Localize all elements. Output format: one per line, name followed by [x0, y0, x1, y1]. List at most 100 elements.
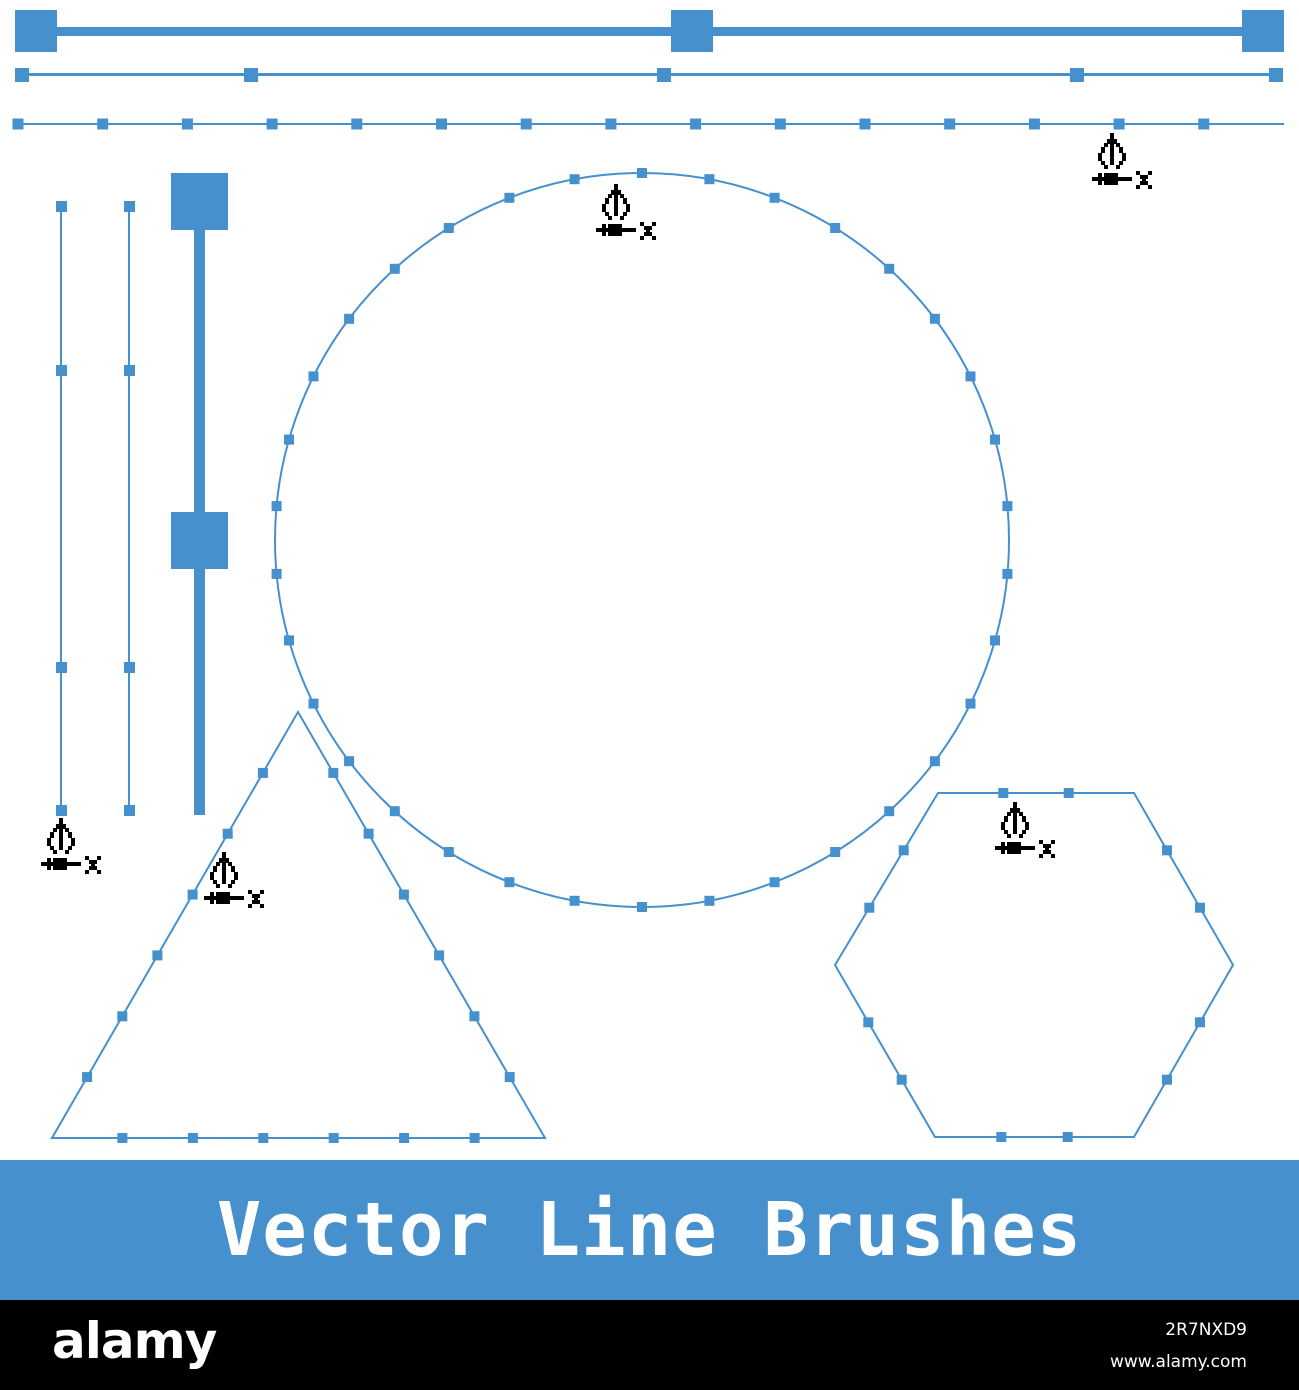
anchor-point-icon[interactable]: [569, 174, 580, 185]
anchor-point-icon[interactable]: [271, 568, 282, 579]
anchor-point-icon[interactable]: [569, 895, 580, 906]
anchor-point-icon[interactable]: [1063, 788, 1074, 798]
anchor-point-icon[interactable]: [990, 635, 1000, 646]
anchor-point-icon[interactable]: [704, 174, 715, 185]
anchor-point-icon[interactable]: [308, 698, 319, 709]
anchor-point-icon[interactable]: [944, 118, 956, 130]
anchor-point-icon[interactable]: [769, 192, 780, 203]
anchor-point-icon[interactable]: [990, 434, 1000, 445]
anchor-point-icon[interactable]: [965, 371, 976, 382]
anchor-point-icon[interactable]: [504, 877, 515, 888]
anchor-point-icon[interactable]: [884, 806, 895, 817]
anchor-point-icon[interactable]: [257, 767, 268, 778]
anchor-point-icon[interactable]: [704, 895, 715, 906]
anchor-point-icon[interactable]: [605, 118, 617, 130]
anchor-point-icon[interactable]: [222, 828, 233, 839]
anchor-point-icon[interactable]: [504, 192, 515, 203]
pen-tool-delete-anchor-icon: [41, 818, 101, 874]
anchor-point-icon[interactable]: [896, 1074, 907, 1085]
anchor-point-icon[interactable]: [469, 1011, 480, 1022]
anchor-point-icon[interactable]: [996, 1132, 1007, 1142]
anchor-point-icon[interactable]: [399, 1133, 410, 1143]
anchor-point-icon[interactable]: [443, 223, 454, 233]
anchor-point-icon[interactable]: [520, 118, 532, 130]
anchor-point-icon[interactable]: [284, 434, 294, 445]
anchor-point-icon[interactable]: [830, 847, 841, 857]
anchor-point-icon[interactable]: [1070, 68, 1084, 82]
anchor-point-icon[interactable]: [117, 1133, 128, 1143]
anchor-point-icon[interactable]: [363, 828, 374, 839]
anchor-point-icon[interactable]: [398, 889, 409, 900]
anchor-point-icon[interactable]: [884, 263, 895, 274]
anchor-point-icon[interactable]: [671, 10, 713, 52]
footer-bar: alamy 2R7NXD9 www.alamy.com: [0, 1300, 1299, 1390]
anchor-point-icon[interactable]: [864, 902, 875, 913]
anchor-point-icon[interactable]: [15, 10, 57, 52]
anchor-point-icon[interactable]: [769, 877, 780, 888]
anchor-point-icon[interactable]: [187, 1133, 198, 1143]
anchor-point-icon[interactable]: [929, 756, 940, 767]
anchor-point-icon[interactable]: [1113, 118, 1125, 130]
anchor-point-icon[interactable]: [637, 168, 647, 178]
anchor-point-icon[interactable]: [1062, 1132, 1073, 1142]
anchor-point-icon[interactable]: [56, 662, 67, 673]
anchor-point-icon[interactable]: [124, 201, 135, 212]
anchor-point-icon[interactable]: [284, 635, 294, 646]
anchor-point-icon[interactable]: [244, 68, 258, 82]
anchor-point-icon[interactable]: [1242, 10, 1284, 52]
anchor-point-icon[interactable]: [1195, 902, 1205, 913]
anchor-point-icon[interactable]: [690, 118, 702, 130]
anchor-point-icon[interactable]: [1195, 1017, 1205, 1028]
anchor-point-icon[interactable]: [443, 847, 454, 857]
anchor-point-icon[interactable]: [308, 371, 319, 382]
anchor-point-icon[interactable]: [1162, 1074, 1172, 1085]
anchor-point-icon[interactable]: [998, 788, 1009, 798]
anchor-point-icon[interactable]: [859, 118, 871, 130]
anchor-point-icon[interactable]: [258, 1133, 269, 1143]
anchor-point-icon[interactable]: [56, 365, 67, 376]
anchor-point-icon[interactable]: [965, 698, 976, 709]
anchor-point-icon[interactable]: [434, 950, 445, 961]
title-banner: Vector Line Brushes: [0, 1160, 1299, 1300]
anchor-point-icon[interactable]: [504, 1072, 515, 1083]
anchor-point-icon[interactable]: [12, 118, 24, 130]
anchor-point-icon[interactable]: [1028, 118, 1040, 130]
anchor-point-icon[interactable]: [1002, 568, 1013, 579]
anchor-point-icon[interactable]: [929, 313, 940, 324]
anchor-point-icon[interactable]: [171, 173, 228, 230]
anchor-point-icon[interactable]: [97, 118, 109, 130]
anchor-point-icon[interactable]: [15, 68, 29, 82]
anchor-point-icon[interactable]: [863, 1017, 874, 1028]
anchor-point-icon[interactable]: [898, 845, 909, 856]
anchor-point-icon[interactable]: [774, 118, 786, 130]
anchor-point-icon[interactable]: [124, 662, 135, 673]
anchor-point-icon[interactable]: [637, 902, 647, 912]
anchor-point-icon[interactable]: [56, 805, 67, 816]
anchor-point-icon[interactable]: [351, 118, 363, 130]
anchor-point-icon[interactable]: [389, 263, 400, 274]
anchor-point-icon[interactable]: [328, 767, 339, 778]
anchor-point-icon[interactable]: [389, 806, 400, 817]
anchor-point-icon[interactable]: [271, 501, 282, 512]
anchor-point-icon[interactable]: [82, 1072, 93, 1083]
anchor-point-icon[interactable]: [187, 889, 198, 900]
anchor-point-icon[interactable]: [328, 1133, 339, 1143]
anchor-point-icon[interactable]: [1269, 68, 1283, 82]
anchor-point-icon[interactable]: [436, 118, 447, 130]
anchor-point-icon[interactable]: [344, 756, 355, 767]
anchor-point-icon[interactable]: [124, 805, 135, 816]
anchor-point-icon[interactable]: [181, 118, 193, 130]
anchor-point-icon[interactable]: [152, 950, 163, 961]
anchor-point-icon[interactable]: [1002, 501, 1013, 512]
anchor-point-icon[interactable]: [1162, 845, 1172, 856]
anchor-point-icon[interactable]: [171, 512, 228, 569]
anchor-point-icon[interactable]: [117, 1011, 128, 1022]
anchor-point-icon[interactable]: [1198, 118, 1210, 130]
anchor-point-icon[interactable]: [344, 313, 355, 324]
anchor-point-icon[interactable]: [56, 201, 67, 212]
anchor-point-icon[interactable]: [266, 118, 278, 130]
anchor-point-icon[interactable]: [124, 365, 135, 376]
anchor-point-icon[interactable]: [830, 223, 841, 233]
anchor-point-icon[interactable]: [657, 68, 671, 82]
anchor-point-icon[interactable]: [469, 1133, 480, 1143]
